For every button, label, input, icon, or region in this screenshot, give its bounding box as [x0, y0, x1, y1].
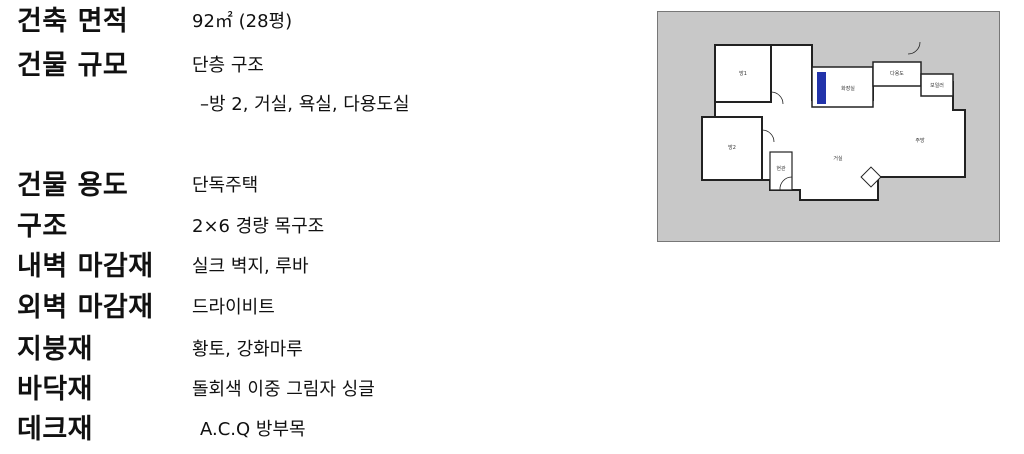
- spec-label: 건물 용도: [17, 170, 129, 201]
- spec-row-roofing: 지붕재 황토, 강화마루: [0, 330, 640, 370]
- spec-row-exterior-finish: 외벽 마감재 드라이비트: [0, 288, 640, 328]
- room-label: 다용도: [890, 70, 904, 77]
- door-arc: [770, 91, 784, 105]
- spec-sub-value-rooms: –방 2, 거실, 욕실, 다용도실: [200, 94, 410, 115]
- spec-row-building-scale: 건물 규모 단층 구조: [0, 46, 640, 86]
- spec-value: 2×6 경량 목구조: [192, 216, 325, 237]
- spec-label: 데크재: [17, 414, 94, 445]
- spec-label: 지붕재: [17, 334, 94, 365]
- room-label: 보일러: [930, 82, 944, 89]
- spec-label: 건물 규모: [17, 50, 129, 81]
- spec-value: 황토, 강화마루: [192, 339, 303, 360]
- floor-plan: 방1 방2 화장실 다용도 보일러 현관 거실 주방: [657, 11, 1000, 242]
- accent-block: [817, 72, 826, 104]
- floor-plan-drawing: 방1 방2 화장실 다용도 보일러 현관 거실 주방: [701, 41, 966, 201]
- spec-label: 내벽 마감재: [17, 251, 154, 282]
- door-arc: [907, 41, 921, 55]
- spec-label: 건축 면적: [17, 6, 129, 37]
- spec-label: 구조: [17, 211, 68, 242]
- room-label: 거실: [833, 155, 843, 162]
- room-2: [701, 116, 763, 181]
- spec-value: A.C.Q 방부목: [200, 419, 306, 440]
- spec-value: 드라이비트: [192, 297, 275, 318]
- door-arc: [761, 129, 775, 143]
- utility-room: [872, 61, 922, 87]
- spec-list: 건축 면적 92㎡ (28평) 건물 규모 단층 구조 –방 2, 거실, 욕실…: [0, 2, 640, 450]
- spec-row-deck: 데크재 A.C.Q 방부목: [0, 410, 640, 450]
- spec-label: 바닥재: [17, 374, 94, 405]
- room-1: [714, 44, 772, 103]
- spec-value: 돌회색 이중 그림자 싱글: [192, 379, 375, 400]
- spec-value: 실크 벽지, 루바: [192, 256, 309, 277]
- spec-value: 단층 구조: [192, 55, 264, 76]
- spec-value: 단독주택: [192, 175, 259, 196]
- room-label: 주방: [915, 137, 925, 144]
- column: [860, 166, 882, 188]
- door-arc: [779, 176, 793, 191]
- boiler-room: [920, 73, 954, 97]
- room-label: 방1: [739, 70, 747, 77]
- spec-row-flooring: 바닥재 돌회색 이중 그림자 싱글: [0, 370, 640, 410]
- spec-row-building-area: 건축 면적 92㎡ (28평): [0, 2, 640, 42]
- room-label: 화장실: [841, 85, 855, 92]
- room-label: 현관: [776, 165, 786, 172]
- spec-row-interior-finish: 내벽 마감재 실크 벽지, 루바: [0, 247, 640, 287]
- spec-value: 92㎡ (28평): [192, 11, 293, 32]
- spec-row-building-use: 건물 용도 단독주택: [0, 166, 640, 206]
- room-label: 방2: [728, 144, 736, 151]
- spec-label: 외벽 마감재: [17, 292, 154, 323]
- entrance: [769, 151, 793, 191]
- spec-row-structure: 구조 2×6 경량 목구조: [0, 207, 640, 247]
